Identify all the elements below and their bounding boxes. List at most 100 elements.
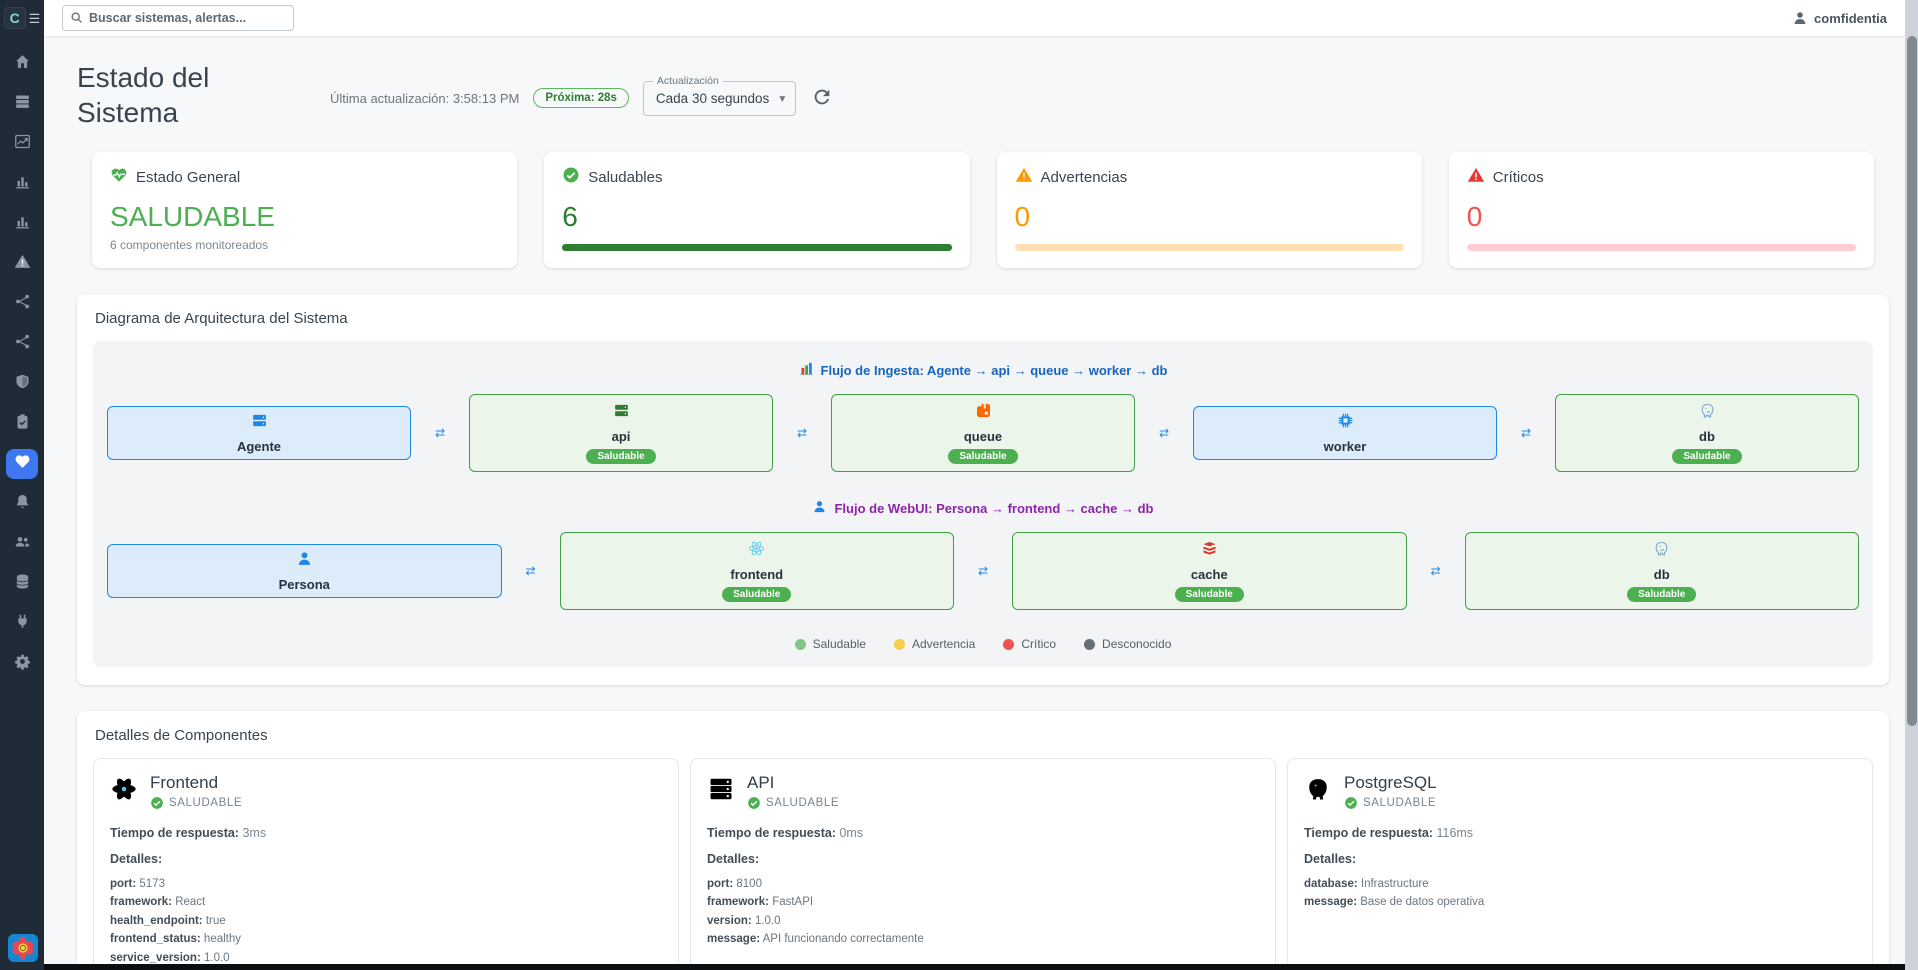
bell-icon [14,493,31,515]
component-card-frontend: Frontend SALUDABLE Tiempo de respuesta: … [93,758,679,964]
person-blue-icon [812,499,827,517]
warning-icon [1467,166,1485,188]
username: comfidentia [1814,10,1887,26]
topbar: comfidentia [44,0,1905,36]
check-circle-icon [562,166,580,188]
refresh-interval-select[interactable]: Actualización Cada 30 segundos ▼ [642,74,797,116]
sidebar-item-users[interactable] [6,529,38,559]
component-grid: Frontend SALUDABLE Tiempo de respuesta: … [93,758,1873,964]
sidebar-item-metrics-2[interactable] [6,209,38,239]
postgres-icon [1653,540,1670,562]
redis-icon [1201,540,1218,562]
server-green-icon [707,773,735,810]
sidebar-item-trends[interactable] [6,129,38,159]
chip-icon [1337,412,1354,434]
react-icon [110,773,138,810]
component-name: PostgreSQL [1344,773,1437,792]
details-label: Detalles: [1304,852,1357,866]
node-name: Agente [236,439,282,454]
shield-icon [14,373,31,395]
heart-pulse-icon [14,453,31,475]
detail-row: message: API funcionando correctamente [707,933,924,946]
legend-dot-icon [1084,638,1096,650]
search-input[interactable] [62,5,294,31]
node-name: db [1653,567,1670,582]
scrollbar-track[interactable] [1905,0,1918,970]
status-card-subtitle: 6 componentes monitoreados [110,238,269,252]
legend-label: Desconocido [1102,637,1172,651]
clipboard-check-icon [14,413,31,435]
node-name: worker [1323,439,1367,454]
sidebar-item-alerts[interactable] [6,249,38,279]
sidebar-item-integrations[interactable] [6,609,38,639]
check-circle-icon [1345,797,1357,809]
sidebar-nav [6,49,38,970]
legend-item: Crítico [1003,637,1056,651]
sidebar-item-systems[interactable] [6,89,38,119]
detail-row: service_version: 1.0.0 [110,951,230,964]
warning-icon [14,253,31,275]
hamburger-menu-icon[interactable]: ☰ [28,10,41,26]
main-content: Estado del Sistema Última actualización:… [44,36,1905,964]
flow-arrow-icon: ⇄ [1430,564,1441,578]
legend-label: Saludable [812,637,866,651]
select-label: Actualización [652,74,723,87]
react-icon [748,540,765,562]
sidebar-item-metrics[interactable] [6,169,38,199]
diagram-title: Diagrama de Arquitectura del Sistema [95,310,348,327]
flow-arrow-icon: ⇄ [1520,426,1532,440]
sidebar-item-audits[interactable] [6,409,38,439]
sidebar: C ☰ [0,0,44,970]
details-label: Detalles: [707,852,760,866]
sidebar-item-home[interactable] [6,49,38,79]
node-name: cache [1190,567,1228,582]
user-menu[interactable]: comfidentia [1792,10,1887,26]
detail-row: frontend_status: healthy [110,933,242,946]
devtools-extension-icon[interactable] [8,934,38,962]
status-card-value: 0 [1014,201,1031,232]
flow-arrow-icon: ⇄ [796,426,808,440]
app-logo: C [3,7,26,29]
check-circle-icon [748,797,760,809]
person-icon [1794,12,1806,24]
detail-row: database: Infrastructure [1304,878,1429,890]
heart-pulse-icon [110,166,128,188]
sidebar-item-health[interactable] [6,449,38,479]
sidebar-item-topology-2[interactable] [6,329,38,359]
mini-bars-icon [799,361,814,379]
progress-bar [1466,244,1856,251]
sidebar-item-settings[interactable] [6,649,38,679]
status-card-value: 6 [562,201,578,232]
status-card-value: SALUDABLE [110,201,275,232]
network-icon [14,293,31,315]
component-status: SALUDABLE [1344,796,1437,810]
bar-chart-icon [14,173,31,195]
scrollbar-thumb[interactable] [1906,36,1917,726]
window-bottom-edge [44,964,1918,970]
sidebar-item-topology[interactable] [6,289,38,319]
component-card-postgresql: PostgreSQL SALUDABLE Tiempo de respuesta… [1287,758,1873,964]
node-name: queue [963,429,1003,444]
response-time: Tiempo de respuesta: 116ms [1304,826,1474,840]
node-name: api [611,429,631,444]
node-status-badge: Saludable [948,449,1018,464]
legend-item: Saludable [794,637,866,651]
sidebar-item-notifications[interactable] [6,489,38,519]
detail-row: health_endpoint: true [110,914,226,927]
plug-icon [14,613,31,635]
sidebar-item-security[interactable] [6,369,38,399]
detail-row: version: 1.0.0 [707,914,781,927]
node-status-badge: Saludable [586,449,656,464]
refresh-button[interactable] [810,86,834,110]
sidebar-item-data[interactable] [6,569,38,599]
rabbitmq-icon [975,402,992,424]
node-name: frontend [730,567,784,582]
